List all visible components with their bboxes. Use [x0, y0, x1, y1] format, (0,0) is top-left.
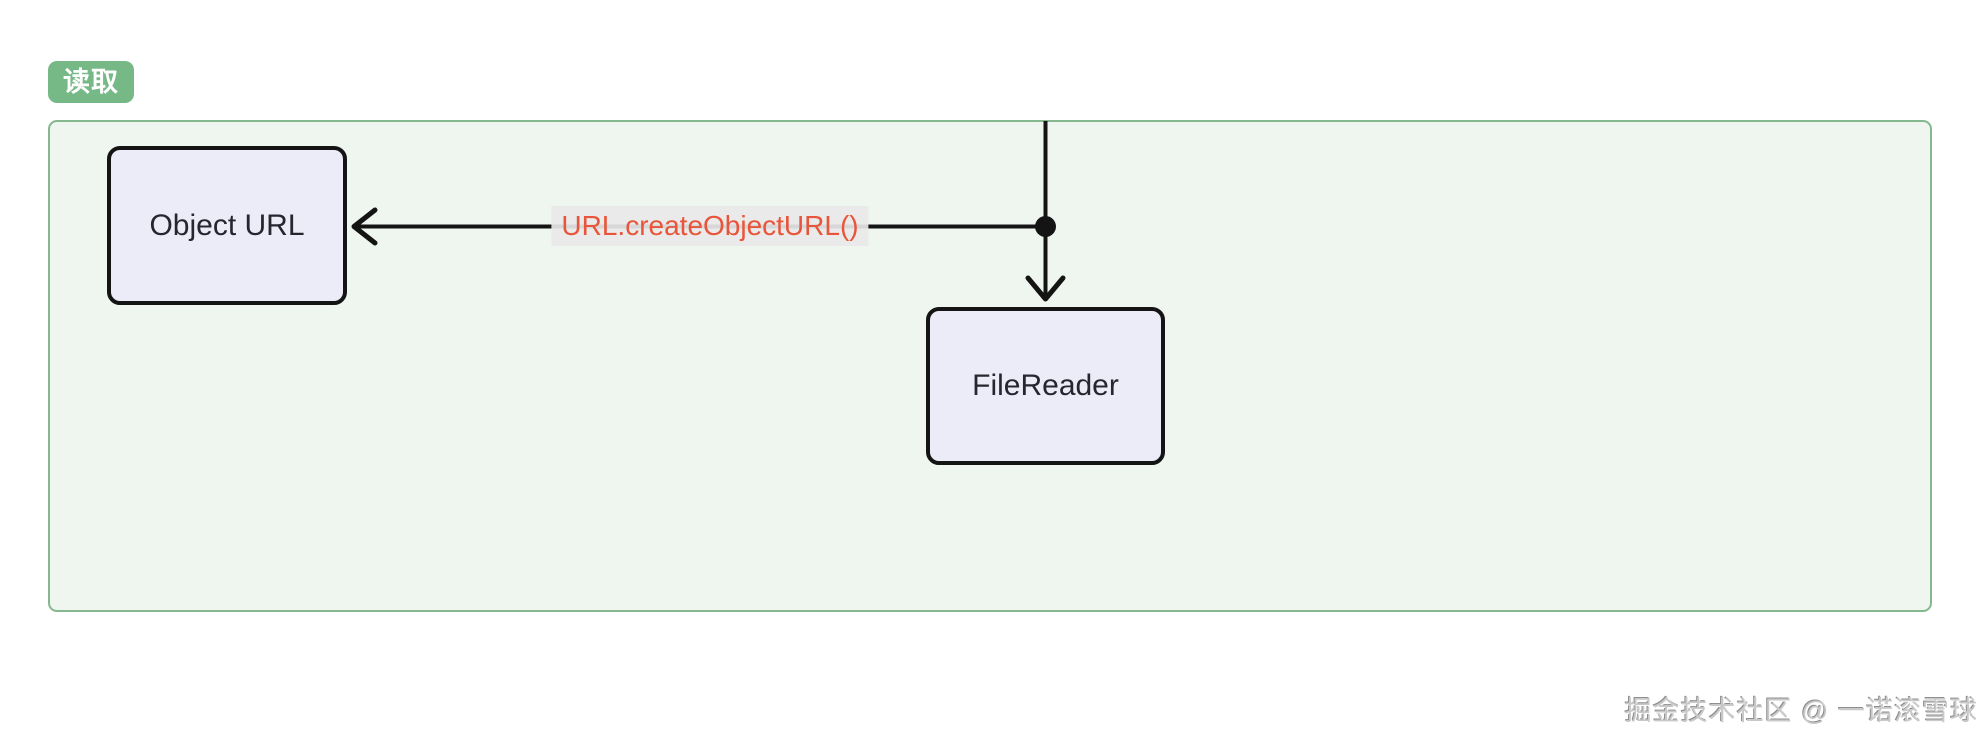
- edge-label-create-object-url: URL.createObjectURL(): [551, 206, 869, 246]
- subgraph-label-badge: 读取: [48, 61, 134, 103]
- node-filereader-label: FileReader: [972, 369, 1119, 402]
- watermark: 掘金技术社区 @ 一诺滚雪球: [1624, 696, 1978, 726]
- node-object-url-label: Object URL: [149, 208, 305, 242]
- arrowhead-down-icon: [1025, 275, 1066, 302]
- node-filereader: FileReader: [926, 307, 1165, 465]
- node-object-url: Object URL: [107, 146, 347, 305]
- edge-junction-dot: [1035, 216, 1056, 237]
- arrowhead-left-icon: [351, 207, 378, 246]
